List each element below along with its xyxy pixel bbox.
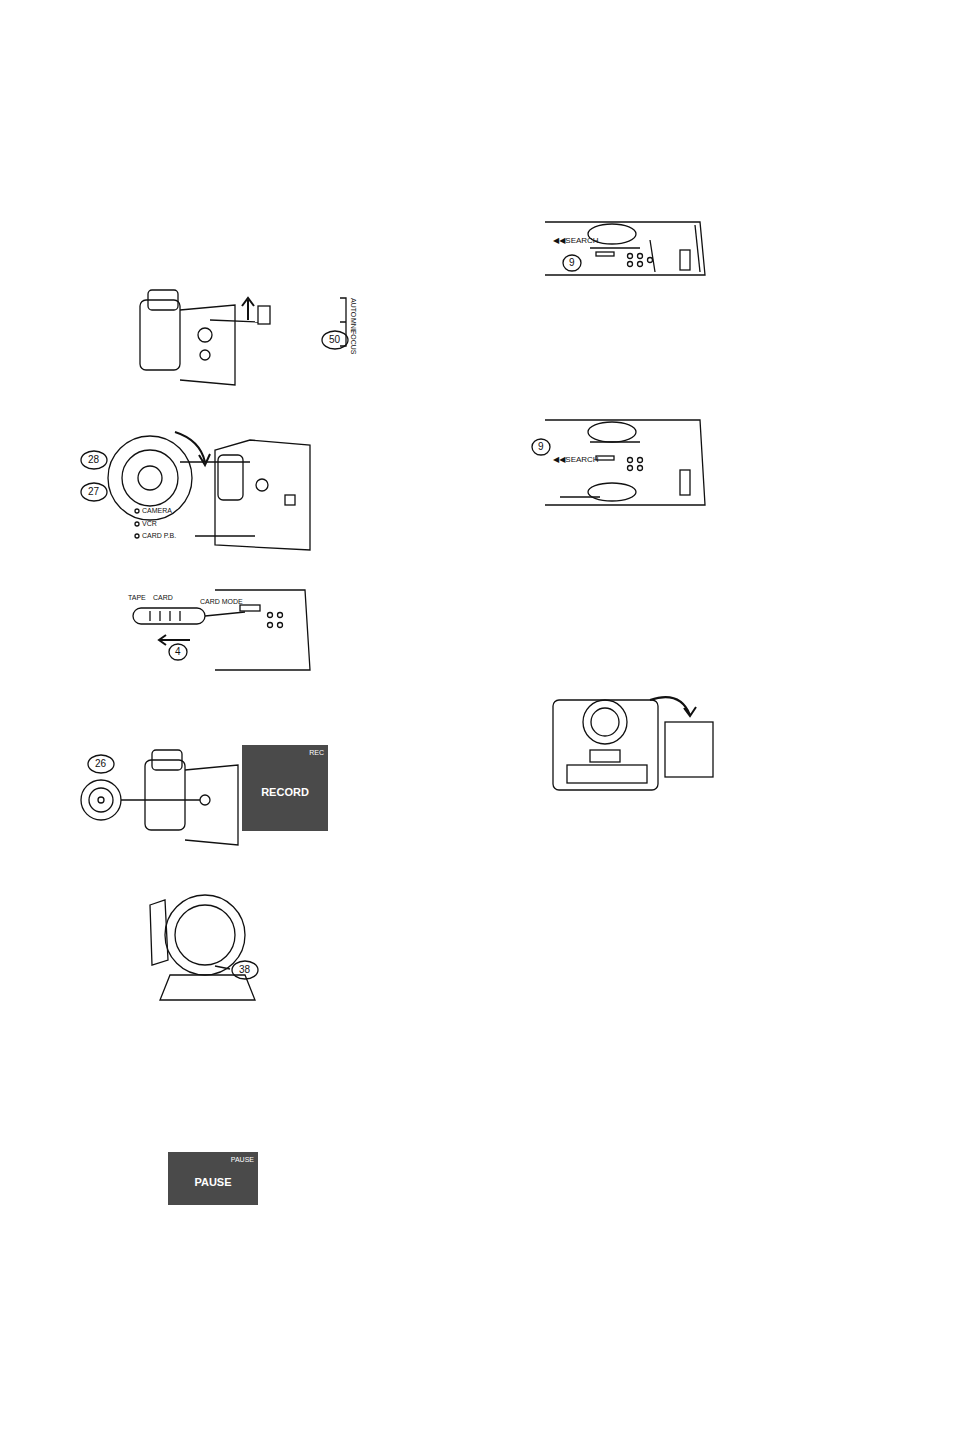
switch-position: FOCUS — [350, 330, 357, 355]
dial-position: CARD P.B. — [142, 532, 176, 539]
switch-position: AUTO — [350, 298, 357, 317]
callout-number: 50 — [329, 335, 340, 345]
status-indicator: PAUSE — [231, 1156, 254, 1163]
switch-position: CARD — [153, 594, 173, 601]
dial-position: CAMERA — [142, 507, 172, 514]
button-label: ◀◀SEARCH — [553, 456, 599, 464]
callout-number: 28 — [88, 455, 99, 465]
callout-number: 9 — [538, 442, 544, 452]
camera-lcd — [553, 697, 713, 790]
dial-position: VCR — [142, 520, 157, 527]
button-panel — [545, 222, 705, 275]
callout-number: 26 — [95, 759, 106, 769]
camera-lens — [150, 895, 258, 1000]
screen-display: PAUSE PAUSE — [168, 1152, 258, 1205]
callout-number: 9 — [569, 258, 575, 268]
screen-display: REC RECORD — [242, 745, 328, 831]
switch-label: CARD MODE — [200, 598, 243, 605]
card-mode-switch — [133, 590, 310, 670]
screen-message: PAUSE — [194, 1177, 231, 1188]
callout-number: 38 — [239, 965, 250, 975]
callout-number: 4 — [175, 647, 181, 657]
callout-number: 27 — [88, 487, 99, 497]
screen-message: RECORD — [261, 787, 309, 798]
record-button — [81, 750, 238, 845]
status-indicator: REC — [309, 749, 324, 756]
switch-position: TAPE — [128, 594, 146, 601]
mode-dial — [81, 432, 310, 550]
button-label: ◀◀SEARCH — [553, 237, 599, 245]
camera-focus-switch — [140, 290, 348, 385]
button-panel — [532, 420, 705, 505]
